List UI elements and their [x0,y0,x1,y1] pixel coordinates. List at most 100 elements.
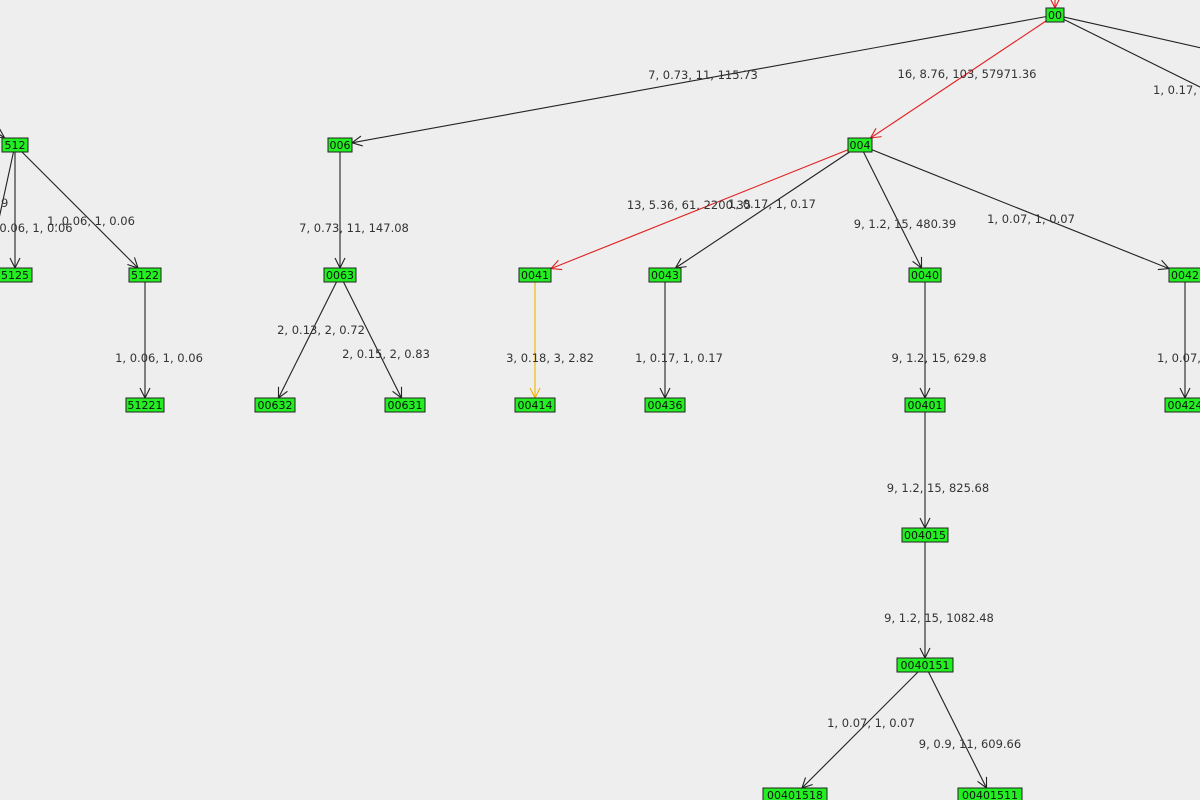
node-label: 004015 [904,529,946,542]
edge-label: 1, 0.17, 1, 0.17 [635,351,723,365]
edge-n00-n006[interactable] [352,16,1047,143]
edge-label: 1, 0.17, [1153,83,1197,97]
node-label: 51221 [128,399,163,412]
node-label: 0063 [326,269,354,282]
node-box[interactable] [125,397,165,413]
edge-label: 1, 0.17, 1, 0.17 [728,197,816,211]
edge-n512-n5122[interactable] [21,151,138,268]
edge-label: 3, 0.18, 3, 2.82 [506,351,594,365]
node-label: 00 [1048,9,1062,22]
edge-label: 1, 0.07, 1, 0.07 [827,716,915,730]
node-label: 0043 [651,269,679,282]
edge-n004-n0042[interactable] [871,149,1169,269]
node-5122[interactable]: 5122 [128,267,162,283]
edge-label: 9, 1.2, 15, 825.68 [887,481,989,495]
node-00631[interactable]: 00631 [384,397,426,413]
node-box[interactable] [1,137,29,153]
edge-label: 1, 0.07, [1157,351,1200,365]
node-5125[interactable]: 5125 [0,267,33,283]
node-box[interactable] [128,267,162,283]
node-0040[interactable]: 0040 [908,267,942,283]
node-00[interactable]: 00 [1045,7,1065,23]
node-box[interactable] [1164,397,1200,413]
node-box[interactable] [648,267,682,283]
edge-label: 9 [1,196,8,210]
edge-label: 16, 8.76, 103, 57971.36 [898,67,1037,81]
edge-n00-off_right_2[interactable] [1063,16,1200,50]
node-51221[interactable]: 51221 [125,397,165,413]
node-label: 00436 [648,399,683,412]
node-box[interactable] [327,137,353,153]
nodes-layer: 00 512 006 004 5125 5122 0063 0041 0043 0040 0042 5… [0,7,1200,800]
edge-label: 1, 0.06, 1, 0.06 [47,214,135,228]
node-label: 0040 [911,269,939,282]
edge-n0063-n00631[interactable] [343,281,402,398]
node-label: 0040151 [901,659,950,672]
edge-label: 9, 1.2, 15, 1082.48 [884,611,994,625]
node-box[interactable] [896,657,954,673]
edge-label: 9, 0.9, 11, 609.66 [919,737,1021,751]
node-box[interactable] [957,787,1023,800]
edge-label: 2, 0.13, 2, 0.72 [277,323,365,337]
node-box[interactable] [254,397,296,413]
edge-n004-n0040[interactable] [863,151,922,268]
edge-n0040151-n00401511[interactable] [928,671,987,788]
edge-label: 0.06, 1, 0.06 [0,221,73,235]
edge-label: 9, 1.2, 15, 629.8 [891,351,986,365]
edge-n004-n0041[interactable] [551,149,849,269]
edge-n0040151-n00401518[interactable] [802,671,919,788]
node-label: 0042 [1171,269,1199,282]
edge-label: 13, 5.36, 61, 2200.35 [627,198,751,212]
node-box[interactable] [901,527,949,543]
node-label: 00424 [1168,399,1200,412]
node-box[interactable] [384,397,426,413]
node-box[interactable] [514,397,556,413]
node-512[interactable]: 512 [1,137,29,153]
node-00401[interactable]: 00401 [904,397,946,413]
node-label: 006 [330,139,351,152]
edge-label: 2, 0.15, 2, 0.83 [342,347,430,361]
node-00401511[interactable]: 00401511 [957,787,1023,800]
node-label: 5122 [131,269,159,282]
node-004[interactable]: 004 [847,137,873,153]
node-00436[interactable]: 00436 [644,397,686,413]
node-box[interactable] [904,397,946,413]
node-0063[interactable]: 0063 [323,267,357,283]
node-label: 5125 [1,269,29,282]
node-box[interactable] [1045,7,1065,23]
node-0040151[interactable]: 0040151 [896,657,954,673]
node-label: 004 [850,139,871,152]
edge-off_left_1-n512[interactable] [0,128,5,138]
node-004015[interactable]: 004015 [901,527,949,543]
node-0042[interactable]: 0042 [1168,267,1200,283]
node-box[interactable] [518,267,552,283]
edge-n00-off_right_1[interactable] [1063,18,1200,92]
node-box[interactable] [847,137,873,153]
edge-label: 9, 1.2, 15, 480.39 [854,217,956,231]
edge-n00-n004[interactable] [871,20,1047,138]
edge-n004-n0043[interactable] [676,151,850,268]
edge-label: 1, 0.07, 1, 0.07 [987,212,1075,226]
node-00424[interactable]: 00424 [1164,397,1200,413]
edge-label: 7, 0.73, 11, 147.08 [299,221,409,235]
node-0043[interactable]: 0043 [648,267,682,283]
node-label: 0041 [521,269,549,282]
node-box[interactable] [762,787,828,800]
node-0041[interactable]: 0041 [518,267,552,283]
node-box[interactable] [323,267,357,283]
node-label: 00401518 [767,789,823,800]
node-006[interactable]: 006 [327,137,353,153]
edge-n0063-n00632[interactable] [279,281,337,398]
node-00401518[interactable]: 00401518 [762,787,828,800]
node-box[interactable] [644,397,686,413]
node-00632[interactable]: 00632 [254,397,296,413]
node-box[interactable] [1168,267,1200,283]
edge-n512-off_left_2[interactable] [0,151,15,260]
node-box[interactable] [908,267,942,283]
node-00414[interactable]: 00414 [514,397,556,413]
edge-label: 7, 0.73, 11, 115.73 [648,68,758,82]
node-box[interactable] [0,267,33,283]
node-label: 512 [5,139,26,152]
